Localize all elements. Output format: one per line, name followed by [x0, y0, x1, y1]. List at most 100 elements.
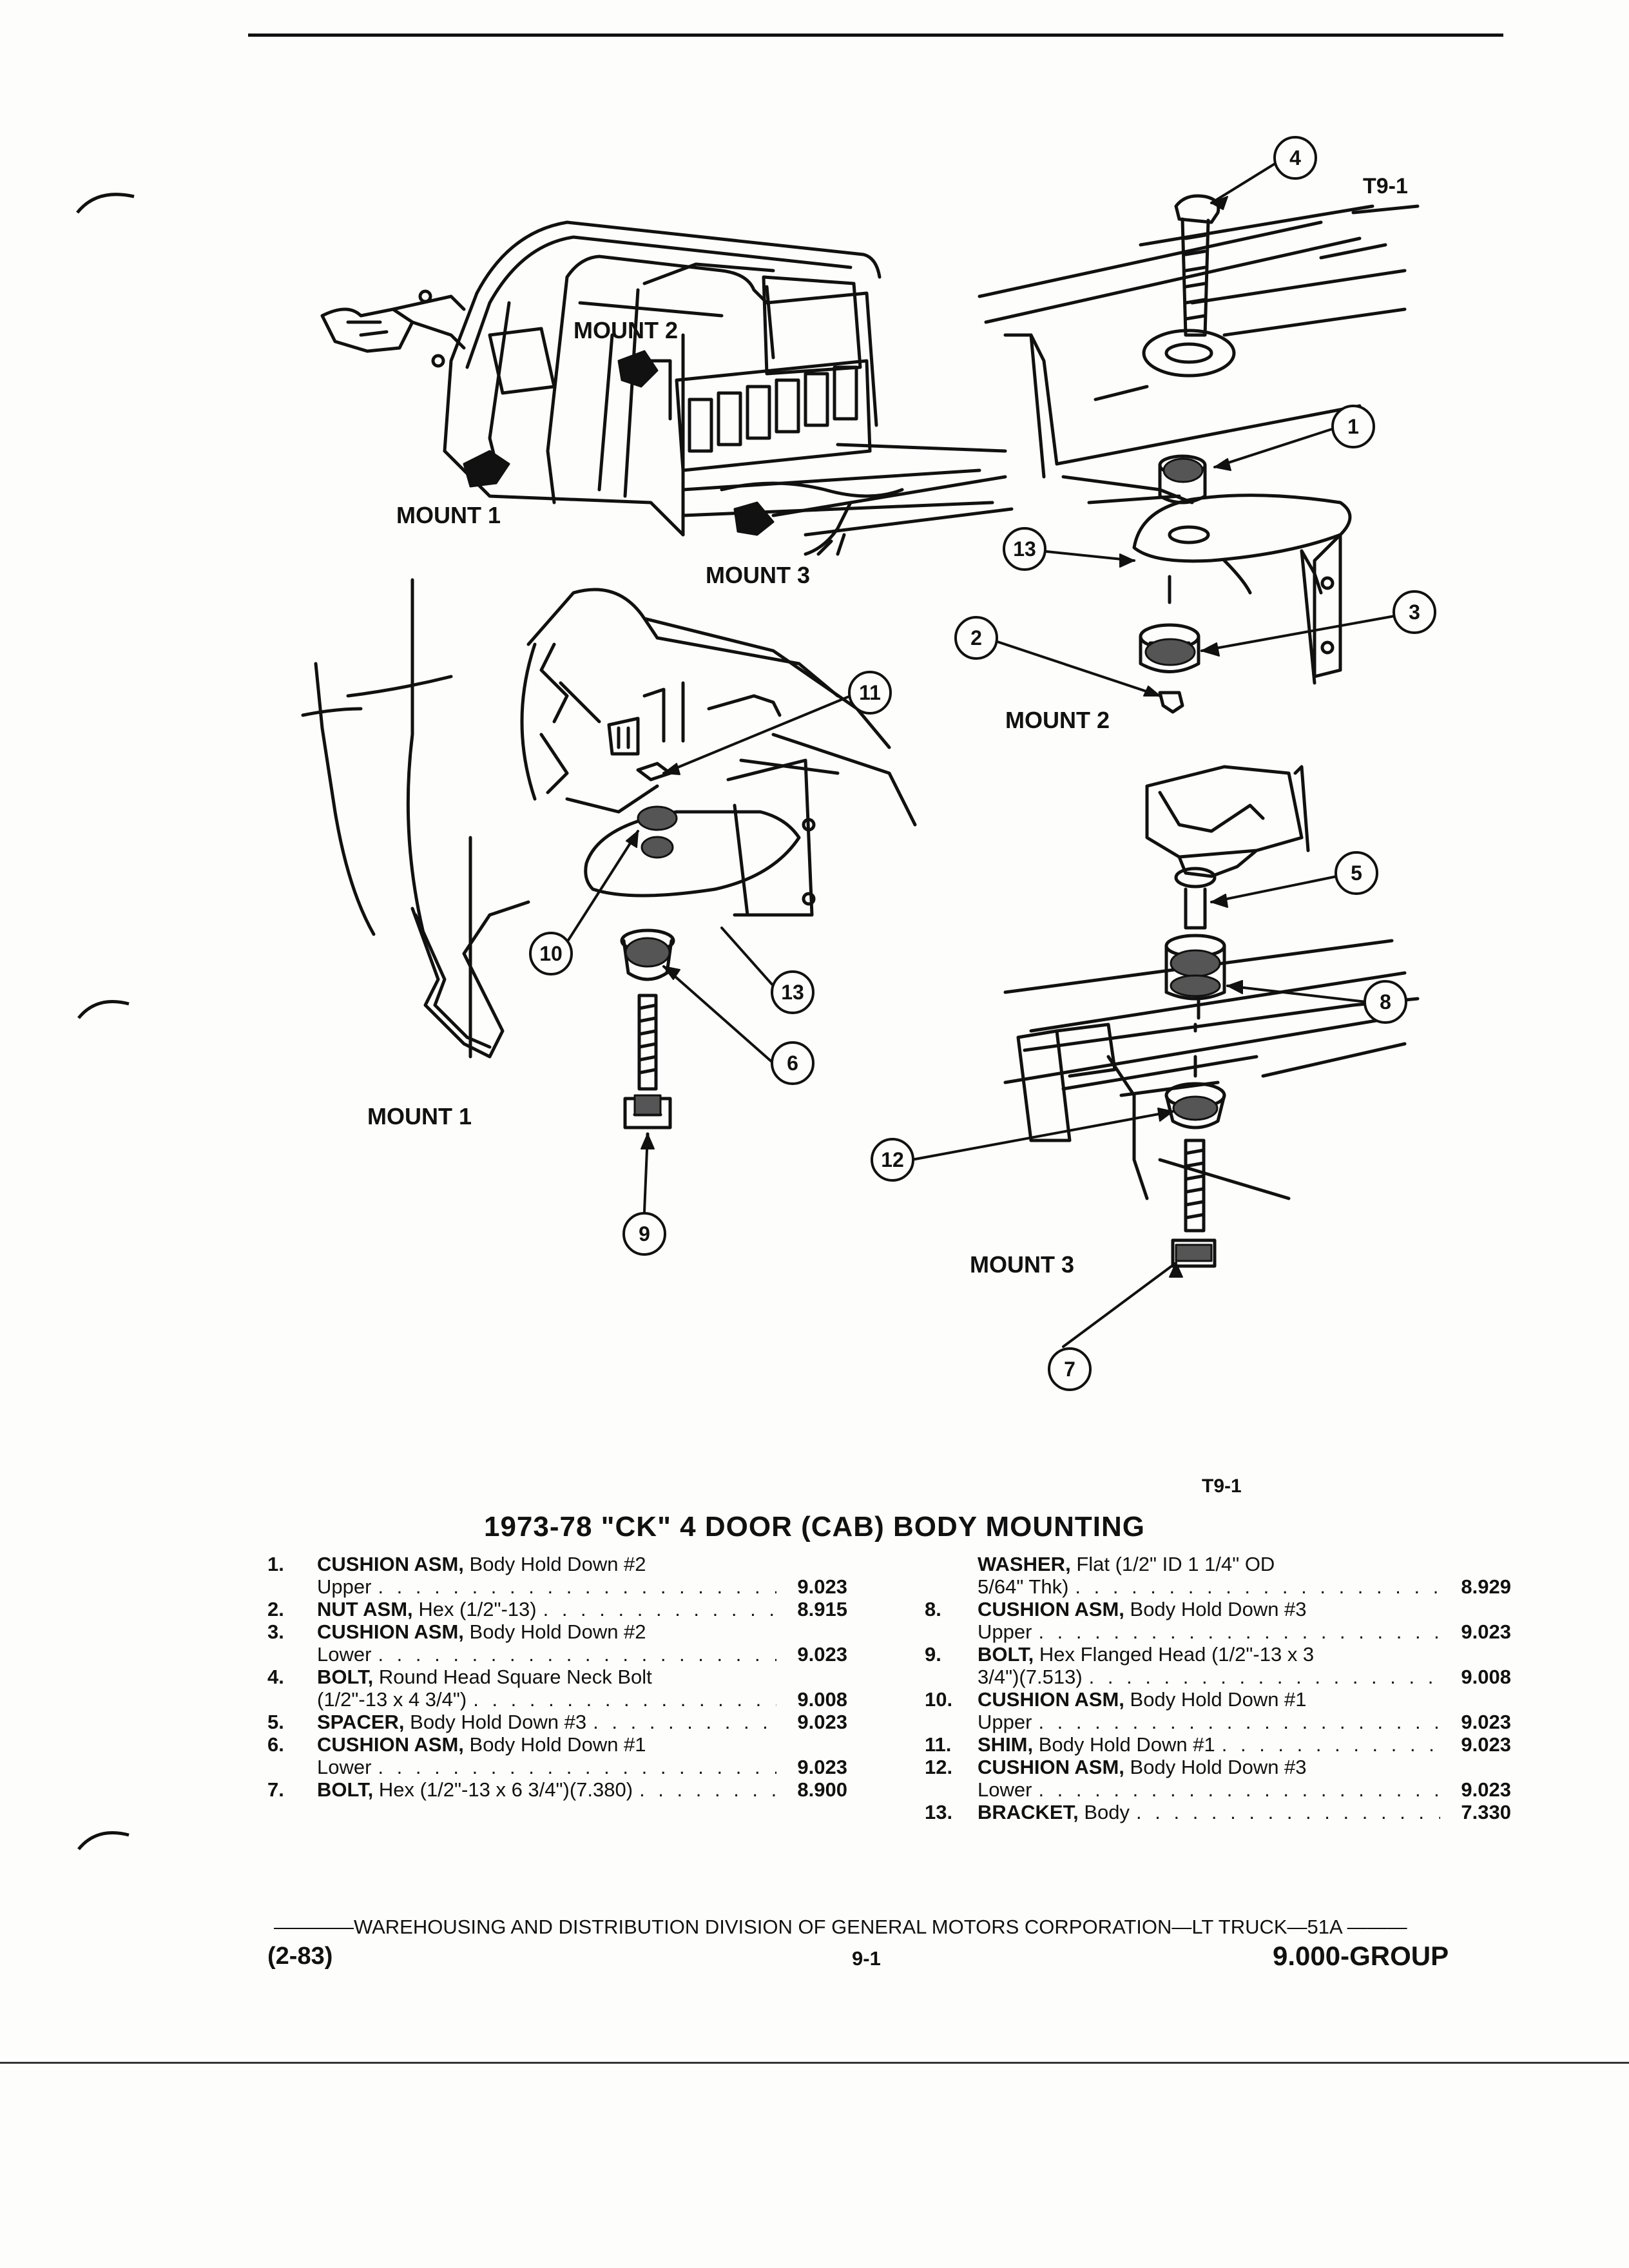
part-name: CUSHION ASM, [978, 1598, 1124, 1620]
part-group-number: 9.023 [797, 1643, 847, 1666]
part-group-number: 9.023 [797, 1575, 847, 1598]
part-number: 1. [267, 1553, 284, 1575]
callout-4 [1273, 136, 1317, 180]
part-description: CUSHION ASM, Body Hold Down #3 [978, 1598, 1307, 1620]
parts-list-item: 11.SHIM, Body Hold Down #1. . . . . . . … [925, 1733, 1511, 1756]
leader-dots: . . . . . . . . . . . . . . . . . . . . … [1088, 1666, 1440, 1688]
part-body: SPACER, Body Hold Down #3 . . . . . . . .… [317, 1711, 847, 1733]
part-group-number: 9.023 [797, 1756, 847, 1778]
part-name: WASHER, [978, 1553, 1071, 1575]
part-name: SHIM, [978, 1733, 1034, 1756]
mount2-detail-illustration [978, 194, 1420, 714]
top-rule [248, 34, 1503, 37]
part-description: BRACKET, Body [978, 1801, 1130, 1823]
part-desc: Body Hold Down #1 [1130, 1688, 1307, 1711]
callout-6 [771, 1041, 815, 1085]
callout-7-label: 7 [1064, 1358, 1075, 1381]
part-group-number: 9.023 [797, 1711, 847, 1733]
part-desc: Flat (1/2" ID 1 1/4" OD [1076, 1553, 1275, 1575]
callout-12 [871, 1138, 914, 1182]
part-desc: Hex Flanged Head (1/2"-13 x 3 [1039, 1643, 1315, 1666]
part-description: BOLT, Hex (1/2"-13 x 6 3/4")(7.380) [317, 1778, 633, 1801]
callout-2 [954, 616, 998, 660]
mount1-arrow [463, 450, 510, 488]
callout-9-label: 9 [639, 1222, 650, 1245]
part-sub-description: Upper [978, 1711, 1032, 1733]
mount3-label-detail: MOUNT 3 [970, 1251, 1074, 1278]
part-description: NUT ASM, Hex (1/2"-13) [317, 1598, 537, 1620]
part-desc: Round Head Square Neck Bolt [378, 1666, 652, 1688]
part-line: SPACER, Body Hold Down #3 . . . . . . . .… [317, 1711, 847, 1733]
part-body: NUT ASM, Hex (1/2"-13) . . . . . . . . . … [317, 1598, 847, 1620]
part-line: Lower. . . . . . . . . . . . . . . . . .… [978, 1778, 1511, 1801]
part-description: SPACER, Body Hold Down #3 [317, 1711, 586, 1733]
part-number: 10. [925, 1688, 953, 1711]
footer-division-line: ————WAREHOUSING AND DISTRIBUTION DIVISIO… [274, 1916, 1407, 1938]
callout-3-label: 3 [1409, 601, 1420, 624]
part-desc: Body [1084, 1801, 1130, 1823]
part-description: CUSHION ASM, Body Hold Down #2 [317, 1553, 646, 1575]
callout-5-label: 5 [1351, 861, 1362, 885]
part-sub-description: 5/64" Thk) [978, 1575, 1069, 1598]
figure-ref-top: T9-1 [1363, 174, 1408, 198]
part-desc: Body Hold Down #1 [469, 1733, 646, 1756]
mount2-label-overview: MOUNT 2 [574, 317, 678, 343]
part-name: BOLT, [317, 1778, 374, 1801]
part-sub-description: (1/2"-13 x 4 3/4") [317, 1688, 467, 1711]
leader-dots: . . . . . . . . . . . . . . . . . . . . … [543, 1598, 776, 1620]
parts-list-item: 7.BOLT, Hex (1/2"-13 x 6 3/4")(7.380). .… [267, 1778, 847, 1801]
callout-5 [1335, 851, 1378, 895]
leader-dots: . . . . . . . . . . . . . . . . . . . . … [593, 1711, 776, 1733]
footer-group: 9.000-GROUP [1273, 1941, 1449, 1971]
part-name: BOLT, [978, 1643, 1034, 1666]
part-sub-description: Lower [317, 1756, 372, 1778]
part-line: Upper. . . . . . . . . . . . . . . . . .… [978, 1711, 1511, 1733]
part-line: 3/4")(7.513). . . . . . . . . . . . . . … [978, 1666, 1511, 1688]
part-name: CUSHION ASM, [317, 1620, 464, 1643]
leader-dots: . . . . . . . . . . . . . . . . . . . . … [378, 1643, 776, 1666]
part-number: 5. [267, 1711, 284, 1733]
part-line: (1/2"-13 x 4 3/4"). . . . . . . . . . . … [317, 1688, 847, 1711]
leader-dots: . . . . . . . . . . . . . . . . . . . . … [1136, 1801, 1440, 1823]
part-name: CUSHION ASM, [978, 1688, 1124, 1711]
footer-page-number: 9-1 [852, 1947, 881, 1970]
leader-dots: . . . . . . . . . . . . . . . . . . . . … [378, 1756, 776, 1778]
part-name: CUSHION ASM, [978, 1756, 1124, 1778]
part-description: BOLT, Hex Flanged Head (1/2"-13 x 3 [978, 1643, 1314, 1666]
parts-list-item: 5. SPACER, Body Hold Down #3 . . . . . . .… [267, 1711, 847, 1733]
mount2-arrow [617, 350, 659, 388]
leader-dots: . . . . . . . . . . . . . . . . . . . . … [378, 1575, 776, 1598]
mount1-label-overview: MOUNT 1 [396, 502, 501, 528]
callout-1-label: 1 [1347, 415, 1359, 438]
part-description: CUSHION ASM, Body Hold Down #1 [978, 1688, 1307, 1711]
part-line: CUSHION ASM, Body Hold Down #3 [978, 1756, 1511, 1778]
part-line: 5/64" Thk). . . . . . . . . . . . . . . … [978, 1575, 1511, 1598]
part-line: BOLT, Round Head Square Neck Bolt [317, 1666, 847, 1688]
margin-marks [76, 193, 135, 1850]
part-line: Upper. . . . . . . . . . . . . . . . . .… [978, 1620, 1511, 1643]
leader-dots: . . . . . . . . . . . . . . . . . . . . … [1038, 1620, 1440, 1643]
part-group-number: 9.023 [1461, 1620, 1511, 1643]
part-number: 6. [267, 1733, 284, 1756]
parts-list-item: 4.BOLT, Round Head Square Neck Bolt(1/2"… [267, 1666, 847, 1711]
part-group-number: 8.900 [797, 1778, 847, 1801]
leader-dots: . . . . . . . . . . . . . . . . . . . . … [639, 1778, 776, 1801]
callout-11 [848, 671, 892, 715]
part-desc: Hex (1/2"-13) [418, 1598, 537, 1620]
mount3-arrow [733, 501, 775, 536]
part-desc: Hex (1/2"-13 x 6 3/4")(7.380) [378, 1778, 633, 1801]
part-name: BRACKET, [978, 1801, 1079, 1823]
part-group-number: 9.008 [1461, 1666, 1511, 1688]
part-number: 2. [267, 1598, 284, 1620]
part-name: CUSHION ASM, [317, 1553, 464, 1575]
leader-dots: . . . . . . . . . . . . . . . . . . . . … [1221, 1733, 1440, 1756]
